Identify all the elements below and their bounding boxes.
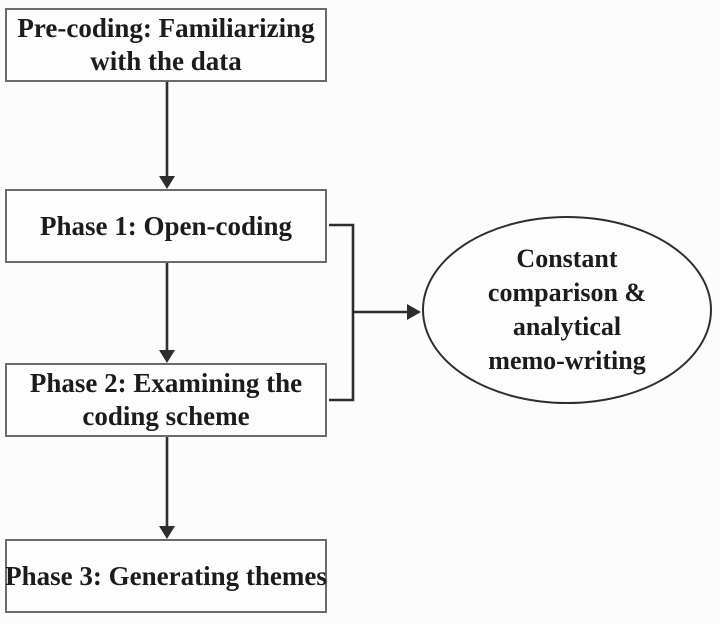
arrow-precoding-to-phase1	[159, 82, 175, 189]
flow-box-pre-coding: Pre-coding: Familiarizing with the data	[5, 8, 327, 82]
flow-ellipse-line3: analytical	[512, 312, 622, 341]
arrow-phase1-to-phase2	[159, 263, 175, 363]
flow-ellipse-constant-comparison: Constant comparison & analytical memo-wr…	[422, 216, 712, 404]
flow-box-phase-1-line1: Phase 1: Open-coding	[39, 210, 293, 241]
flow-box-pre-coding-line1: Pre-coding: Familiarizing	[17, 13, 315, 43]
flow-box-phase-2-line1: Phase 2: Examining the	[29, 368, 303, 398]
flow-box-phase-3-line1: Phase 3: Generating themes	[5, 560, 327, 591]
arrowhead-down-icon	[159, 350, 175, 363]
flow-box-phase-1: Phase 1: Open-coding	[5, 189, 327, 263]
bracket-phase1-phase2	[329, 223, 355, 402]
flow-ellipse-line2: comparison &	[487, 278, 647, 307]
arrowhead-right-icon	[407, 304, 421, 320]
flow-box-pre-coding-line2: with the data	[90, 46, 242, 76]
flow-ellipse-line1: Constant	[516, 244, 618, 273]
flow-ellipse-line4: memo-writing	[488, 346, 646, 375]
arrowhead-down-icon	[159, 176, 175, 189]
flow-box-phase-2: Phase 2: Examining the coding scheme	[5, 363, 327, 437]
arrowhead-down-icon	[159, 526, 175, 539]
arrow-bracket-to-ellipse	[353, 304, 421, 320]
arrow-phase2-to-phase3	[159, 437, 175, 539]
flow-box-phase-2-line2: coding scheme	[82, 401, 250, 431]
flow-box-phase-3: Phase 3: Generating themes	[5, 539, 327, 613]
